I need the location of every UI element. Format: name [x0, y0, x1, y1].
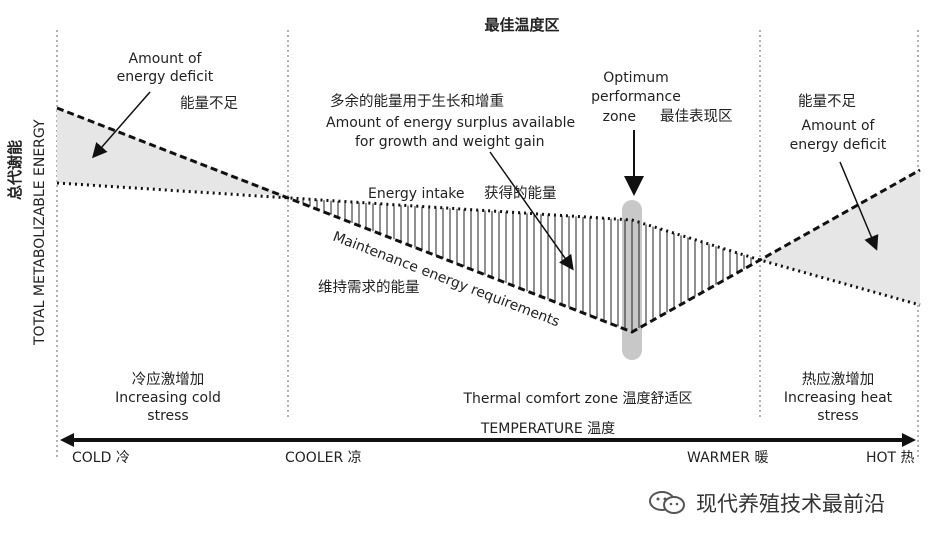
deficit-right-line2: energy deficit: [790, 137, 887, 153]
x-axis-label: TEMPERATURE 温度: [480, 421, 615, 437]
energy-intake-label: Energy intake: [368, 186, 465, 202]
optimum-line1: Optimum: [603, 70, 668, 86]
surplus-cn: 多余的能量用于生长和增重: [330, 92, 504, 110]
heat-stress-line1: Increasing heat: [784, 390, 893, 406]
tick-cold: COLD 冷: [72, 450, 130, 466]
energy-intake-cn: 获得的能量: [484, 185, 557, 202]
deficit-right-line1: Amount of: [802, 118, 876, 134]
arrow-deficit-right: [839, 161, 879, 251]
arrow-surplus: [489, 151, 574, 271]
surplus-en-line1: Amount of energy surplus available: [326, 115, 575, 131]
deficit-left-cn: 能量不足: [180, 95, 238, 112]
maintenance-cn: 维持需求的能量: [318, 279, 420, 296]
watermark: 现代养殖技术最前沿: [648, 488, 885, 518]
deficit-area-right: [760, 170, 920, 305]
thermal-comfort-label: Thermal comfort zone 温度舒适区: [462, 391, 692, 407]
optimum-cn: 最佳表现区: [660, 108, 733, 125]
axis-arrow-right: [902, 433, 916, 447]
optimum-line3: zone: [603, 109, 636, 125]
watermark-text: 现代养殖技术最前沿: [696, 492, 885, 516]
maintenance-line: [56, 106, 921, 334]
arrow-deficit-left: [92, 91, 151, 159]
y-axis-label-cn: 总代谢能: [6, 140, 24, 200]
deficit-right-cn: 能量不足: [798, 93, 856, 110]
diagram-title: 最佳温度区: [484, 16, 559, 34]
wechat-icon: [649, 491, 685, 514]
deficit-left-line2: energy deficit: [117, 69, 214, 85]
deficit-left-line1: Amount of: [129, 51, 203, 67]
heat-stress-line2: stress: [817, 408, 858, 424]
cold-stress-line2: stress: [147, 408, 188, 424]
cold-stress-cn: 冷应激增加: [132, 370, 205, 388]
tick-warmer: WARMER 暖: [687, 450, 768, 466]
axis-arrow-left: [60, 433, 74, 447]
optimum-line2: performance: [591, 89, 681, 105]
cold-stress-line1: Increasing cold: [115, 390, 221, 406]
surplus-en-line2: for growth and weight gain: [355, 134, 545, 150]
heat-stress-cn: 热应激增加: [802, 370, 875, 388]
tick-cooler: COOLER 凉: [285, 450, 362, 466]
y-axis-label: TOTAL METABOLIZABLE ENERGY: [32, 119, 48, 346]
energy-intake-line: [56, 181, 921, 307]
tick-hot: HOT 热: [866, 450, 915, 466]
